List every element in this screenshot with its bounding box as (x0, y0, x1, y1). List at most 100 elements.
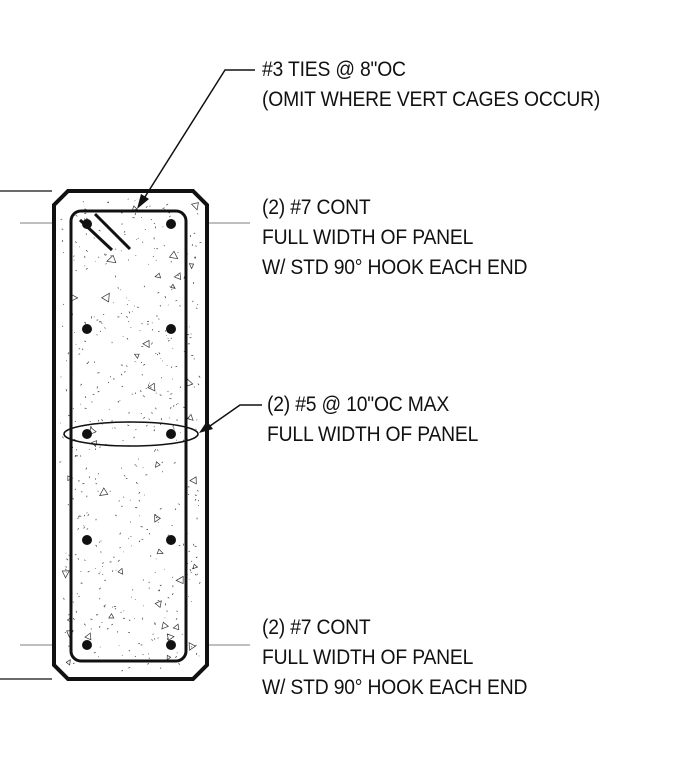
stipple-speck (150, 555, 152, 557)
stipple-speck (78, 348, 81, 350)
stipple-speck (148, 581, 150, 583)
stipple-speck (148, 418, 150, 420)
stipple-speck (197, 383, 200, 386)
stipple-speck (87, 570, 90, 573)
stipple-speck (178, 503, 180, 505)
aggregate-triangle (142, 339, 150, 349)
stipple-speck (147, 653, 150, 655)
stipple-speck (170, 366, 173, 368)
stipple-speck (82, 201, 84, 203)
aggregate-triangle (166, 654, 172, 661)
stipple-speck (78, 246, 80, 248)
stipple-speck (127, 424, 130, 427)
stipple-speck (124, 371, 126, 373)
stipple-speck (121, 670, 124, 672)
stipple-speck (87, 513, 90, 517)
stipple-speck (75, 214, 78, 217)
stipple-speck (139, 390, 142, 393)
stipple-speck (85, 249, 88, 252)
callout-top-bars-line3: W/ STD 90° HOOK EACH END (262, 256, 528, 279)
stipple-speck (79, 455, 82, 457)
stipple-speck (78, 595, 80, 598)
stipple-speck (72, 407, 74, 410)
stipple-speck (190, 333, 192, 335)
stipple-speck (130, 596, 132, 598)
stipple-speck (99, 321, 102, 323)
stipple-speck (179, 305, 181, 307)
mid-bars-ellipse (63, 421, 199, 447)
stipple-speck (169, 215, 171, 218)
stipple-speck (97, 372, 100, 374)
callout-top-bars-line1: (2) #7 CONT (262, 196, 371, 219)
callout-ties: #3 TIES @ 8"OC (OMIT WHERE VERT CAGES OC… (262, 55, 600, 115)
stipple-speck (122, 440, 124, 442)
stipple-speck (134, 464, 136, 466)
stipple-speck (167, 339, 170, 342)
stipple-speck (77, 558, 79, 560)
stipple-speck (101, 419, 104, 421)
aggregate-triangle (168, 250, 179, 260)
stipple-speck (85, 233, 88, 235)
aggregate-triangle (190, 202, 199, 211)
stipple-speck (128, 311, 131, 314)
aggregate-triangle (133, 353, 140, 360)
aggregate-triangle (117, 567, 124, 575)
stipple-speck (170, 393, 173, 395)
stipple-speck (74, 455, 77, 458)
stipple-speck (193, 232, 196, 234)
rebar-bottom-left (82, 640, 92, 650)
stipple-speck (74, 553, 77, 556)
stipple-speck (121, 654, 123, 656)
stipple-speck (78, 353, 81, 355)
stipple-speck (67, 503, 69, 506)
rebar-top-right (166, 219, 176, 229)
stipple-speck (86, 512, 88, 514)
aggregate-triangle (188, 263, 195, 270)
rebar-mid-left (82, 429, 92, 439)
stipple-speck (174, 508, 177, 511)
stipple-speck (90, 628, 92, 630)
stipple-speck (94, 448, 97, 451)
stipple-speck (164, 295, 167, 299)
stipple-speck (74, 241, 77, 244)
stipple-speck (182, 439, 185, 441)
stipple-speck (175, 617, 178, 620)
stipple-speck (104, 604, 106, 607)
aggregate-triangle (192, 563, 199, 570)
stipple-speck (95, 483, 98, 485)
stipple-speck (133, 618, 135, 620)
stipple-speck (170, 337, 172, 340)
rebar-bottom-right (166, 640, 176, 650)
stipple-speck (127, 198, 129, 200)
stipple-speck (141, 617, 144, 620)
stipple-speck (194, 256, 197, 259)
stipple-speck (119, 547, 121, 549)
stipple-speck (183, 276, 185, 279)
stipple-speck (143, 285, 146, 288)
stipple-speck (192, 282, 195, 285)
stipple-speck (95, 567, 97, 569)
aggregate-triangle (175, 575, 184, 585)
stipple-speck (149, 386, 152, 389)
stipple-speck (135, 429, 137, 431)
aggregate-triangle (173, 272, 182, 280)
stipple-speck (117, 559, 120, 562)
stipple-speck (137, 642, 141, 645)
stipple-speck (62, 436, 64, 439)
stipple-speck (97, 390, 100, 393)
rebar-lower-left (82, 535, 92, 545)
stipple-speck (98, 229, 101, 232)
stipple-speck (156, 247, 158, 250)
stipple-speck (177, 403, 179, 405)
stipple-speck (135, 481, 138, 485)
stipple-speck (151, 639, 153, 641)
stipple-speck (103, 605, 106, 608)
stipple-speck (153, 429, 156, 432)
tie-stirrup (69, 209, 188, 663)
aggregate-triangle (154, 600, 162, 609)
stipple-speck (178, 663, 181, 665)
stipple-speck (73, 617, 75, 621)
stipple-speck (107, 381, 110, 384)
stipple-speck (126, 303, 128, 306)
